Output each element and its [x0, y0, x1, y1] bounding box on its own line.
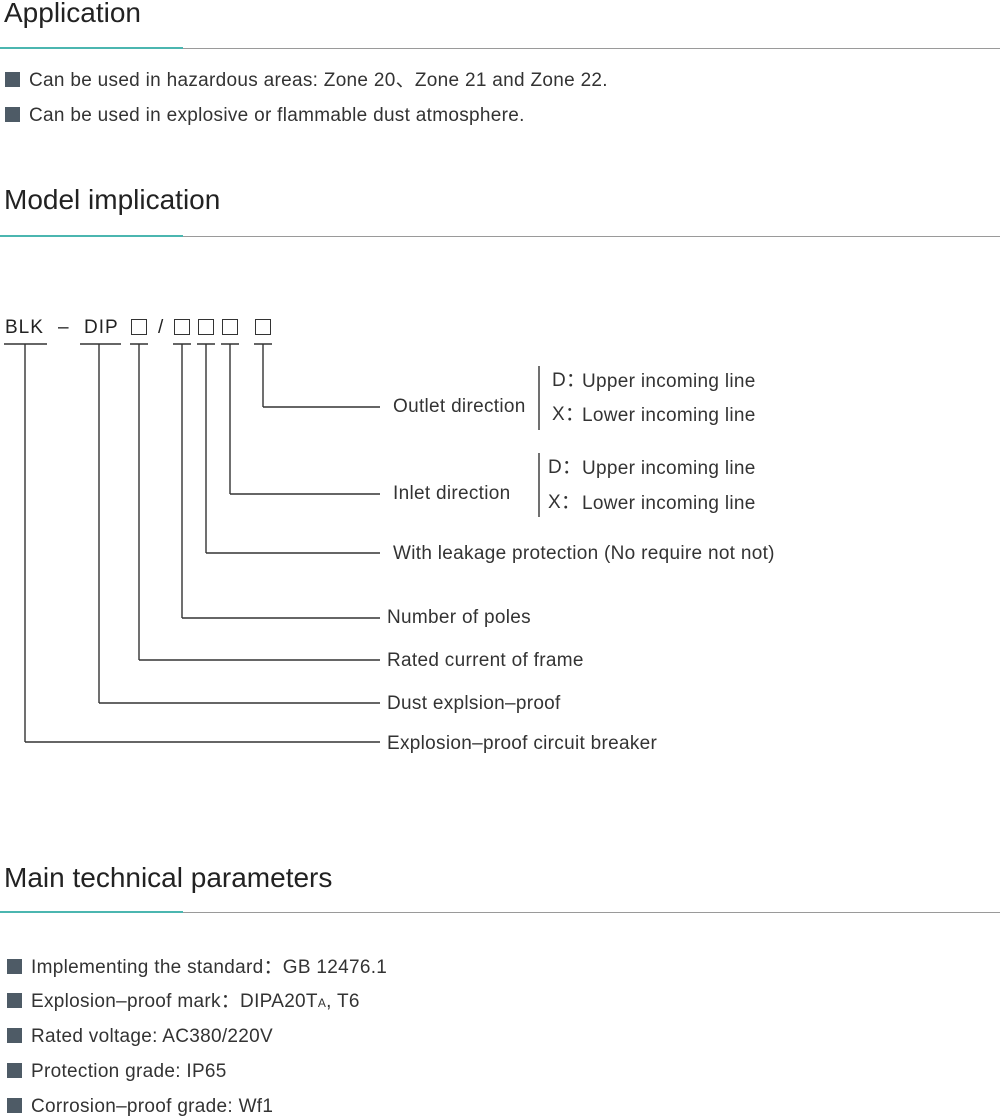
inlet-x-key: X：: [548, 492, 581, 513]
param-explosion-mark: Explosion–proof mark：DIPA20TA, T6: [7, 990, 360, 1015]
square-bullet-icon: [7, 959, 22, 974]
square-bullet-icon: [5, 72, 20, 87]
model-box-rated-current: [131, 319, 147, 338]
outlet-x-value: Lower incoming line: [582, 405, 756, 426]
circuit-breaker-label: Explosion–proof circuit breaker: [387, 733, 658, 754]
model-code-mid: DIP: [84, 317, 119, 338]
params-divider: [0, 911, 1000, 913]
model-code-dash: –: [58, 317, 70, 338]
square-bullet-icon: [7, 993, 22, 1008]
param-standard: Implementing the standard：GB 12476.1: [7, 956, 387, 980]
model-title: Model implication: [4, 184, 221, 215]
param-rated-voltage: Rated voltage: AC380/220V: [7, 1025, 273, 1049]
square-bullet-icon: [7, 1098, 22, 1113]
param-corrosion-grade: Corrosion–proof grade: Wf1: [7, 1095, 273, 1119]
outlet-direction-label: Outlet direction: [393, 396, 526, 417]
dust-explosion-proof-label: Dust explsion–proof: [387, 693, 561, 714]
model-connector-lines: [4, 343, 540, 743]
leakage-protection-label: With leakage protection (No require not …: [393, 543, 775, 564]
outlet-d-value: Upper incoming line: [582, 371, 756, 392]
inlet-direction-label: Inlet direction: [393, 483, 511, 504]
application-item-atmosphere: Can be used in explosive or flammable du…: [5, 104, 525, 128]
model-box-leakage: [198, 319, 214, 338]
model-box-poles: [174, 319, 190, 338]
number-of-poles-label: Number of poles: [387, 607, 531, 628]
square-bullet-icon: [7, 1063, 22, 1078]
inlet-d-key: D：: [548, 457, 582, 478]
square-bullet-icon: [7, 1028, 22, 1043]
outlet-x-key: X：: [552, 404, 585, 425]
params-title: Main technical parameters: [4, 862, 333, 893]
param-protection-grade: Protection grade: IP65: [7, 1060, 227, 1084]
model-code-slash: /: [158, 317, 165, 338]
inlet-x-value: Lower incoming line: [582, 493, 756, 514]
application-title: Application: [4, 0, 141, 28]
model-code-prefix: BLK: [5, 317, 44, 338]
model-box-outlet: [255, 319, 271, 338]
application-divider: [0, 47, 1000, 49]
rated-current-frame-label: Rated current of frame: [387, 650, 584, 671]
application-item-zones: Can be used in hazardous areas: Zone 20、…: [5, 69, 608, 93]
model-box-inlet: [222, 319, 238, 338]
square-bullet-icon: [5, 107, 20, 122]
inlet-d-value: Upper incoming line: [582, 458, 756, 479]
model-divider: [0, 235, 1000, 237]
outlet-d-key: D：: [552, 370, 586, 391]
